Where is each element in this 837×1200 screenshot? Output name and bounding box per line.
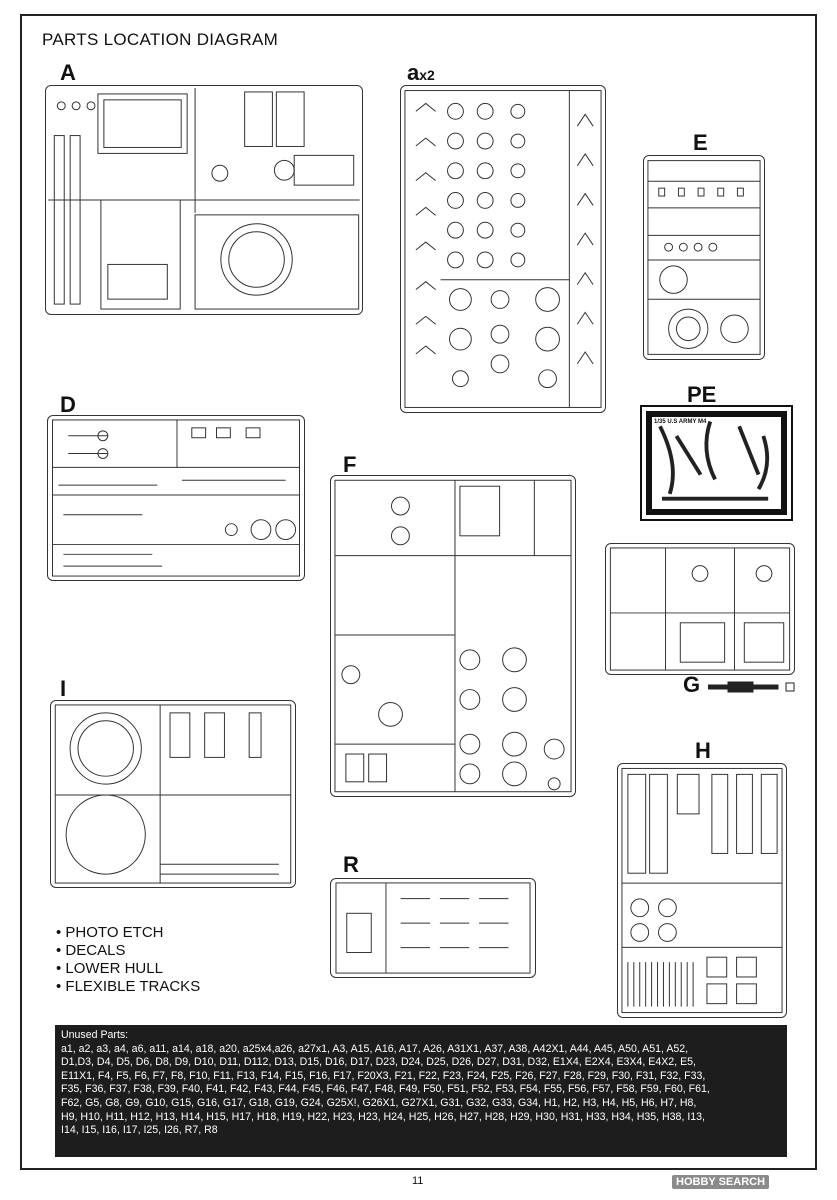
sprue-f-drawing [334,479,572,793]
extra-flexible-tracks: FLEXIBLE TRACKS [56,978,200,996]
sprue-a [45,85,363,315]
sprue-g-drawing [609,547,791,671]
sprue-e-drawing [647,160,761,355]
sprue-label-a: A [60,60,76,85]
sprue-e [643,155,765,360]
sprue-a-drawing [48,87,360,310]
sprue-g [605,543,795,675]
sprue-label-d: D [60,392,76,417]
sprue-label-e: E [693,130,708,155]
unused-parts-line: H9, H10, H11, H12, H13, H14, H15, H17, H… [61,1110,706,1123]
watermark: HOBBY SEARCH [672,1175,770,1189]
sprue-label-i: I [60,676,67,701]
sprue-label-a-small-mult: x2 [419,67,435,83]
sprue-a-small-drawing [404,90,602,408]
unused-parts-line: a1, a2, a3, a4, a6, a11, a14, a18, a20, … [61,1042,689,1055]
sprue-r [330,878,536,978]
sprue-label-g: G [683,672,701,697]
unused-parts-line: E11X1, F4, F5, F6, F7, F8, F10, F11, F13… [61,1069,706,1082]
extra-lower-hull: LOWER HULL [56,960,200,978]
sprue-r-drawing [335,882,531,974]
page-number: 11 [412,1175,424,1187]
photo-etch-fret: 1/35 U.S ARMY M4 [640,405,793,521]
sprue-label-pe: PE [687,382,717,407]
unused-parts-line: F35, F36, F37, F38, F39, F40, F41, F42, … [61,1083,710,1096]
sprue-h [617,763,787,1018]
page-frame [20,14,817,1170]
sprue-d [47,415,305,581]
sprue-f [330,475,576,797]
machine-gun-part [708,681,795,693]
sprue-i-drawing [54,704,292,884]
sprue-a-small [400,85,606,413]
sprue-label-h: H [695,738,711,763]
unused-parts-line: F62, G5, G8, G9, G10, G15, G16, G17, G18… [61,1096,697,1109]
unused-parts-heading: Unused Parts: [61,1029,129,1041]
photo-etch-border [646,411,787,515]
sprue-d-drawing [52,419,300,577]
unused-parts-line: D1,D3, D4, D5, D6, D8, D9, D10, D11, D11… [61,1056,696,1069]
sprue-i [50,700,296,888]
unused-parts-line: I14, I15, I16, I17, I25, I26, R7, R8 [61,1124,218,1137]
photo-etch-caption: 1/35 U.S ARMY M4 [654,419,707,425]
photo-etch-drawing [658,420,770,501]
sprue-label-r: R [343,852,359,877]
extra-photo-etch: PHOTO ETCH [56,924,200,942]
extra-decals: DECALS [56,942,200,960]
extra-components-list: PHOTO ETCH DECALS LOWER HULL FLEXIBLE TR… [56,924,200,996]
sprue-label-a-small-letter: a [407,60,420,85]
page-title: PARTS LOCATION DIAGRAM [42,30,279,49]
sprue-label-a-small: ax2 [407,60,435,86]
sprue-label-f: F [343,452,357,477]
unused-parts-box: Unused Parts: a1, a2, a3, a4, a6, a11, a… [55,1025,787,1157]
sprue-h-drawing [621,767,783,1014]
